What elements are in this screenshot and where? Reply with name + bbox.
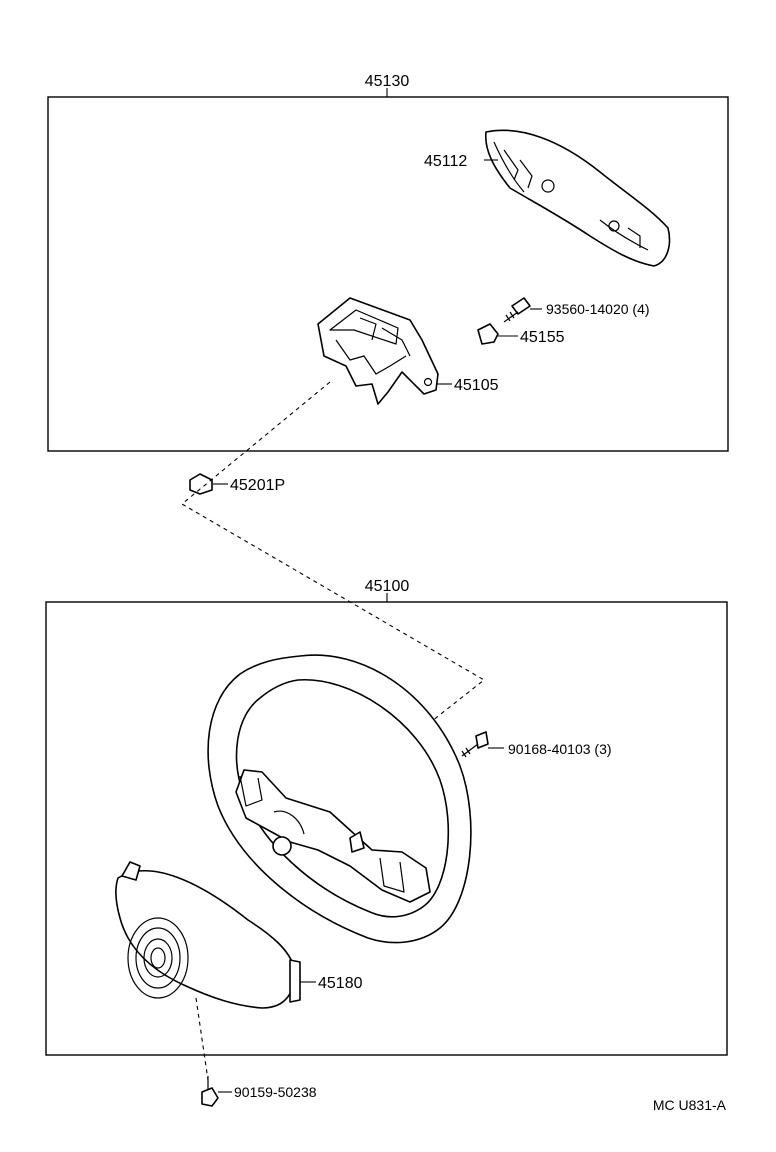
assembly-label-upper: 45130 xyxy=(365,73,410,90)
steering-wheel xyxy=(207,654,472,944)
dashed-leader-pad xyxy=(195,997,209,1081)
assembly-frame-lower xyxy=(45,601,728,1056)
part-45112: 45112 xyxy=(424,129,671,267)
part-label-93560-14020: 93560-14020 (4) xyxy=(546,301,650,317)
assembly-45100: 45100 xyxy=(45,578,728,1056)
part-label-90159-50238: 90159-50238 xyxy=(234,1084,317,1100)
part-label-45180: 45180 xyxy=(318,975,363,992)
wheel-rim xyxy=(207,654,472,944)
part-90168-40103: 90168-40103 (3) xyxy=(461,731,612,758)
assembly-label-lower: 45100 xyxy=(365,578,410,595)
part-93560-14020: 93560-14020 (4) xyxy=(503,297,650,323)
part-label-45201P: 45201P xyxy=(230,477,285,494)
pad-cover-shape xyxy=(484,129,671,267)
horn-pad-hub-outer xyxy=(127,917,189,999)
part-90159-50238: 90159-50238 xyxy=(201,1076,317,1107)
assembly-frame-upper xyxy=(47,96,729,452)
part-label-45105: 45105 xyxy=(454,377,499,394)
part-45155: 45155 xyxy=(477,323,565,346)
part-label-45112: 45112 xyxy=(424,153,467,170)
part-label-90168-40103: 90168-40103 (3) xyxy=(508,741,612,757)
part-45201P: 45201P xyxy=(189,473,285,495)
horn-pad-shape xyxy=(115,870,296,1009)
assembly-45130: 45130 xyxy=(47,73,729,452)
part-45105: 45105 xyxy=(317,297,499,405)
diagram-code: MC U831-A xyxy=(653,1097,727,1113)
part-label-45155: 45155 xyxy=(520,329,565,346)
part-45180: 45180 xyxy=(115,861,363,1009)
bracket-shape xyxy=(317,297,439,405)
